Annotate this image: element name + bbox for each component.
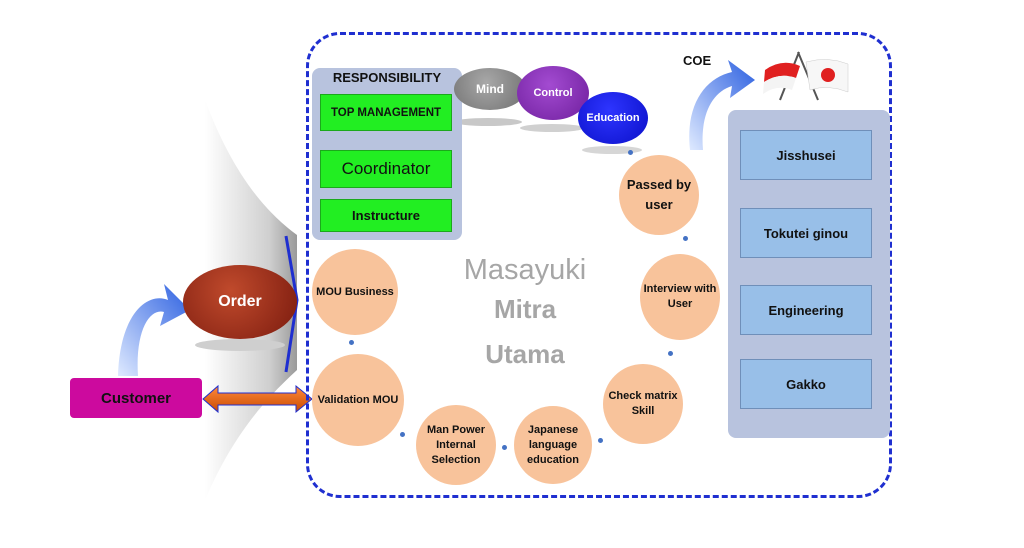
- role-coordinator: Coordinator: [320, 150, 452, 188]
- step-check-matrix: Check matrix Skill: [603, 364, 683, 444]
- connector-dot: [598, 438, 603, 443]
- pillar-control: Control: [517, 66, 589, 120]
- curved-arrow-customer-order: [118, 284, 190, 376]
- role-instructure: Instructure: [320, 199, 452, 232]
- connector-dot: [349, 340, 354, 345]
- step-validation-mou: Validation MOU: [312, 354, 404, 446]
- funnel-edge: [284, 235, 299, 373]
- connector-dot: [400, 432, 405, 437]
- coe-arrow: [689, 60, 755, 150]
- step-passed-by-user: Passed by user: [619, 155, 699, 235]
- pillar-education: Education: [578, 92, 648, 144]
- order-node: Order: [183, 265, 297, 339]
- flag-japan-icon: [797, 51, 849, 101]
- flag-indonesia-icon: [763, 51, 800, 101]
- step-mou-business: MOU Business: [312, 249, 398, 335]
- responsibility-title: RESPONSIBILITY: [332, 70, 442, 85]
- coe-label: COE: [683, 53, 712, 68]
- program-engineering: Engineering: [740, 285, 872, 335]
- pillar-mind: Mind: [454, 68, 526, 110]
- main-frame: [306, 32, 892, 498]
- step-man-power-selection: Man Power Internal Selection: [416, 405, 496, 485]
- step-japanese-education: Japanese language education: [514, 406, 592, 484]
- role-top-management: TOP MANAGEMENT: [320, 94, 452, 131]
- order-shadow: [195, 339, 285, 351]
- connector-dot: [502, 445, 507, 450]
- program-tokutei-ginou: Tokutei ginou: [740, 208, 872, 258]
- company-name-line-3: Utama: [485, 339, 565, 369]
- step-interview-user: Interview with User: [640, 254, 720, 340]
- connector-dot: [668, 351, 673, 356]
- connector-dot: [683, 236, 688, 241]
- company-name-line-1: Masayuki: [463, 254, 587, 286]
- program-gakko: Gakko: [740, 359, 872, 409]
- connector-dot: [628, 150, 633, 155]
- company-name-line-2: Mitra: [493, 294, 557, 324]
- program-jisshusei: Jisshusei: [740, 130, 872, 180]
- customer-node: Customer: [70, 378, 202, 418]
